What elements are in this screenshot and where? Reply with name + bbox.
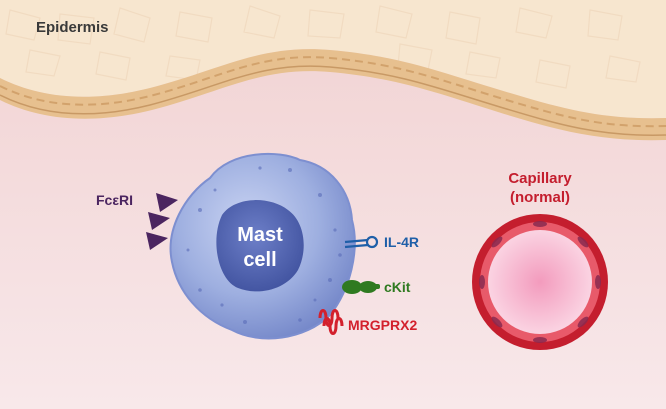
capillary: [472, 214, 608, 350]
ckit-label: cKit: [384, 279, 411, 295]
il4r-receptor: [344, 235, 379, 249]
basal-cells: [0, 56, 666, 128]
epidermis-label: Epidermis: [36, 19, 109, 36]
fceri-receptor: [146, 232, 168, 250]
mrgprx2-receptor: [318, 309, 344, 335]
ckit-receptor: [342, 280, 380, 294]
mast-cell-label-line1: Mast: [237, 224, 283, 246]
fceri-receptor: [148, 212, 170, 230]
epidermis-layer: [0, 0, 666, 119]
capillary-lumen: [488, 230, 592, 334]
mast-cell-label-line2: cell: [243, 249, 276, 271]
fceri-receptor: [156, 193, 178, 212]
capillary-label-line1: Capillary: [508, 170, 572, 187]
basal-membrane: [0, 65, 666, 136]
il4r-label: IL-4R: [384, 234, 419, 250]
fceri-receptors: [146, 193, 178, 250]
mast-cell-nucleus: [216, 200, 304, 292]
mast-cell-granules: [186, 166, 342, 324]
fceri-label: FcεRI: [96, 192, 133, 208]
capillary-label-line2: (normal): [510, 189, 570, 206]
mast-cell: Mast cell: [169, 152, 356, 340]
mrgprx2-label: MRGPRX2: [348, 317, 417, 333]
endothelial-nuclei: [479, 221, 601, 343]
